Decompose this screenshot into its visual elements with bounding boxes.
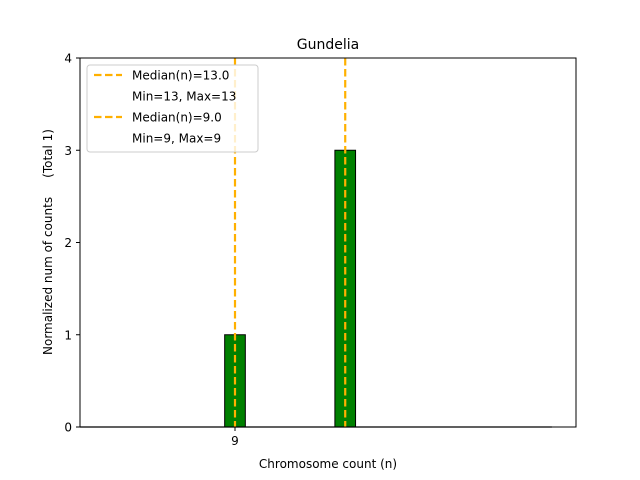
y-tick-label-2: 2 (64, 236, 72, 250)
x-tick-label-9: 9 (231, 434, 239, 448)
y-tick-label-0: 0 (64, 421, 72, 435)
legend-frame (86, 64, 259, 153)
y-tick-label-3: 3 (64, 144, 72, 158)
y-axis-label: Normalized num of counts (Total 1) (41, 129, 55, 355)
legend-label-1: Median(n)=13.0 (132, 69, 229, 83)
chart-title: Gundelia (297, 37, 359, 53)
legend-label-2: Min=13, Max=13 (132, 90, 236, 104)
y-tick-label-4: 4 (64, 52, 72, 66)
legend-label-4: Min=9, Max=9 (132, 132, 221, 146)
legend-label-3: Median(n)=9.0 (132, 111, 222, 125)
y-tick-label-1: 1 (64, 328, 72, 342)
x-axis-label: Chromosome count (n) (259, 457, 397, 471)
